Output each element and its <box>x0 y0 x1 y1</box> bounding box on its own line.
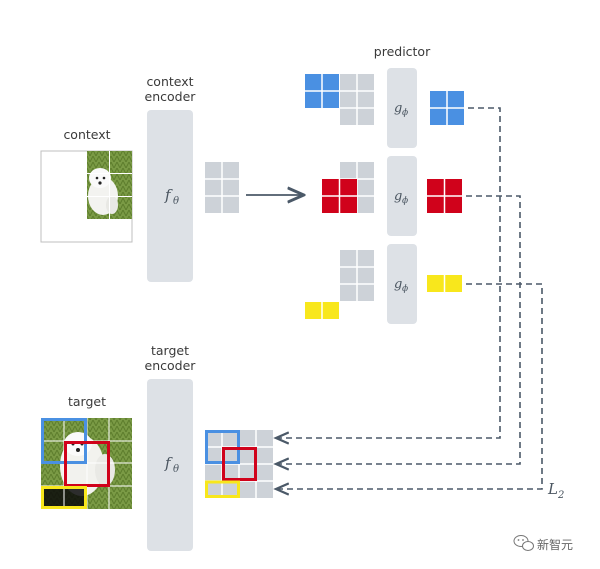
prediction-yellow <box>427 275 462 292</box>
loss-subscript: 2 <box>557 490 564 501</box>
watermark-text: 新智元 <box>537 537 573 552</box>
target-encoder-f: f <box>164 454 173 472</box>
predictor-phi-1: ϕ <box>402 108 408 118</box>
predictor-phi-3: ϕ <box>402 284 408 294</box>
wechat-icon <box>513 535 534 551</box>
loss-L: L <box>547 480 558 498</box>
target-label: target <box>68 394 106 409</box>
predictor-input-blue <box>305 74 374 125</box>
predictor-g-2: g <box>394 189 402 204</box>
predictor-label: predictor <box>374 44 431 59</box>
context-encoder-theta: θ <box>173 196 179 207</box>
predictor-phi-2: ϕ <box>402 196 408 206</box>
predictor-input-yellow <box>305 250 374 319</box>
prediction-red <box>427 179 462 213</box>
predictor-block-1 <box>387 68 417 148</box>
context-label: context <box>63 127 110 142</box>
predictor-input-red <box>322 162 374 213</box>
context-encoder-block <box>147 110 193 282</box>
target-encoder-label-1: target <box>151 343 189 358</box>
loss-connectors <box>276 107 543 489</box>
prediction-blue <box>430 91 464 125</box>
predictor-g-3: g <box>394 277 402 292</box>
watermark: 新智元 <box>513 535 573 552</box>
target-encoder-block <box>147 379 193 551</box>
target-image <box>41 418 132 509</box>
predictor-g-1: g <box>394 101 402 116</box>
target-encoder-theta: θ <box>173 464 179 475</box>
context-image <box>40 150 133 243</box>
context-encoder-label-1: context <box>146 74 193 89</box>
target-representation-grid <box>205 430 273 498</box>
target-encoder-label-2: encoder <box>145 358 197 373</box>
context-encoder-f: f <box>164 186 173 204</box>
predictor-block-2 <box>387 156 417 236</box>
context-representation-grid <box>205 162 239 213</box>
context-encoder-label-2: encoder <box>145 89 197 104</box>
predictor-block-3 <box>387 244 417 324</box>
